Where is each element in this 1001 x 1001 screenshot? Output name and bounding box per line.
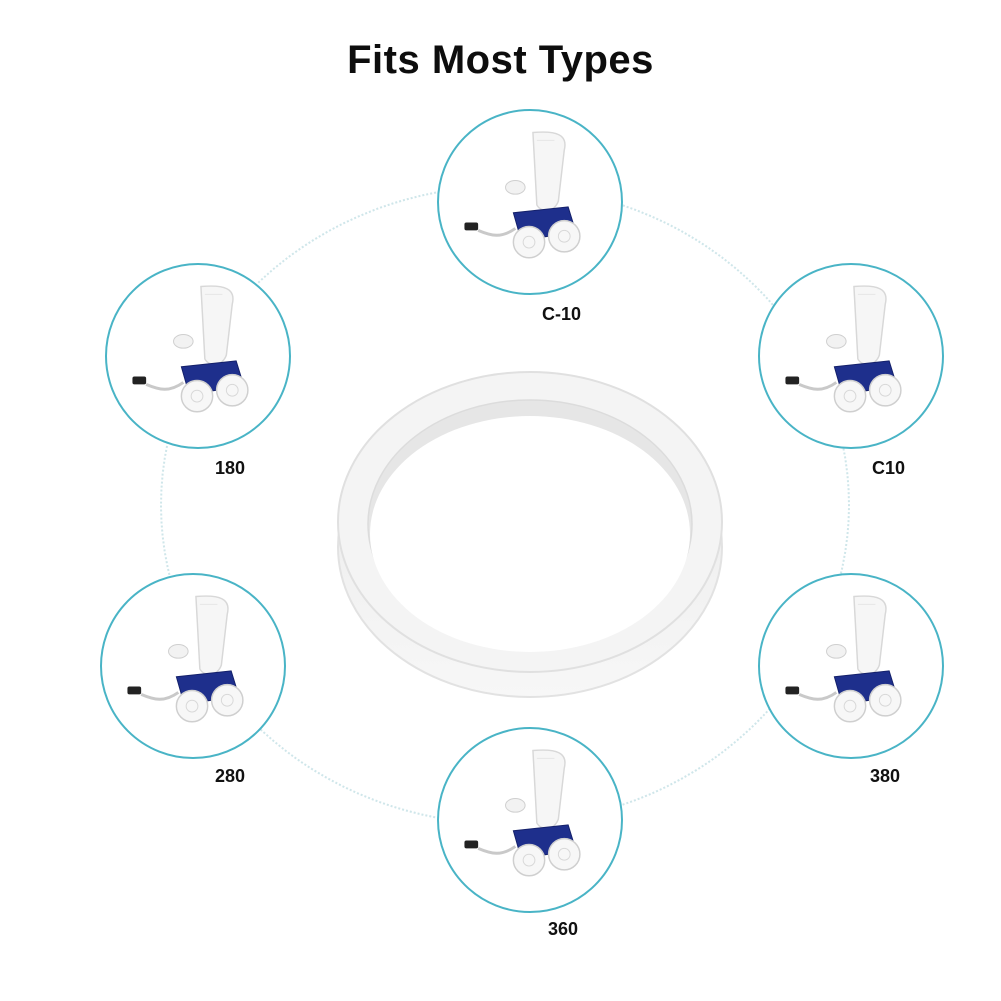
model-label-360: 360 <box>548 919 579 939</box>
model-label-280: 280 <box>215 766 246 786</box>
pool-cleaner-icon <box>464 131 581 259</box>
pool-cleaner-icon <box>132 285 249 413</box>
pool-cleaner-icon <box>785 595 902 723</box>
model-bubble-180 <box>105 263 291 449</box>
model-bubble-360 <box>437 727 623 913</box>
pool-cleaner-icon <box>464 749 581 877</box>
model-label-c-10: C-10 <box>542 304 582 324</box>
page-title: Fits Most Types <box>347 38 654 82</box>
model-label-c10: C10 <box>872 458 906 478</box>
model-label-180: 180 <box>215 458 246 478</box>
model-bubble-c10 <box>758 263 944 449</box>
pool-cleaner-icon <box>785 285 902 413</box>
model-bubble-c-10 <box>437 109 623 295</box>
pool-cleaner-icon <box>127 595 244 723</box>
model-bubble-380 <box>758 573 944 759</box>
model-label-380: 380 <box>870 766 901 786</box>
tire-ring-image <box>337 371 723 698</box>
model-bubble-280 <box>100 573 286 759</box>
